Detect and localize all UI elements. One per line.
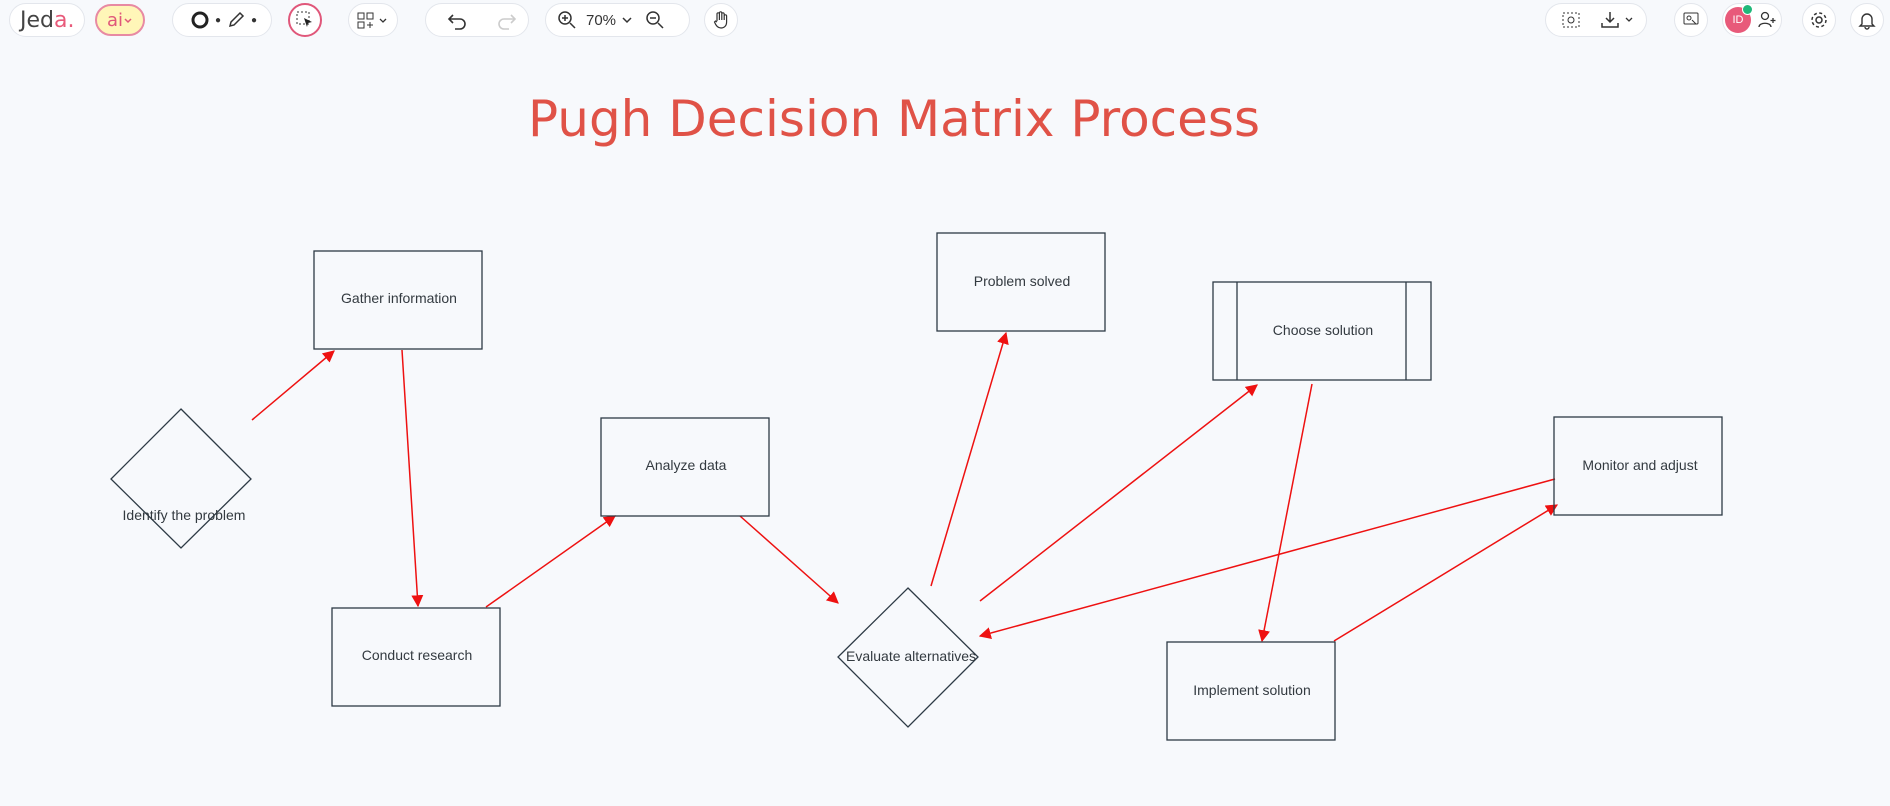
zoom-in-icon (558, 11, 576, 29)
present-icon (1683, 12, 1699, 25)
zoom-out-icon (646, 11, 664, 29)
pen-icon (229, 11, 245, 28)
download-icon (1601, 12, 1633, 28)
edge-choose-implement[interactable] (1258, 383, 1313, 643)
diagram-title[interactable]: Pugh Decision Matrix Process (527, 90, 1261, 148)
ai-assistant-button[interactable]: ai (95, 4, 145, 36)
online-status-dot (1742, 4, 1753, 15)
undo-button[interactable] (442, 5, 472, 35)
notifications-button[interactable] (1850, 3, 1884, 37)
export-group (1545, 3, 1647, 37)
node-label: Problem solved (974, 273, 1071, 289)
history-group (425, 3, 529, 37)
rect-shape (1166, 641, 1336, 741)
grid-add-icon (357, 12, 387, 29)
node-solved[interactable]: Problem solved (936, 232, 1106, 332)
rect-shape (1553, 416, 1723, 516)
chevron-down-icon (124, 18, 132, 24)
download-button[interactable] (1598, 5, 1642, 35)
logo-accent: a. (54, 7, 75, 33)
templates-button[interactable] (349, 5, 397, 35)
select-tool-button[interactable] (288, 3, 322, 37)
add-user-button[interactable] (1755, 5, 1779, 35)
node-gather[interactable]: Gather information (313, 250, 483, 350)
logo-text: Jed (20, 7, 54, 33)
dot-separator-icon: ● (251, 14, 258, 26)
node-label: Identify the problem (123, 507, 246, 523)
node-label: Gather information (341, 290, 457, 306)
edge-evaluate-choose[interactable] (979, 384, 1258, 602)
screenshot-button[interactable] (1556, 5, 1586, 35)
diamond-shape (837, 587, 979, 728)
node-research[interactable]: Conduct research (331, 607, 501, 707)
rect-shape (936, 232, 1106, 332)
pen-tool-button[interactable] (221, 5, 251, 35)
node-implement[interactable]: Implement solution (1166, 641, 1336, 741)
bell-icon (1858, 13, 1876, 30)
edge-monitor-evaluate[interactable] (978, 478, 1556, 639)
present-button[interactable] (1674, 3, 1708, 37)
zoom-level[interactable]: 70% (586, 11, 617, 29)
node-label: Analyze data (646, 457, 727, 473)
edge-evaluate-solved[interactable] (930, 331, 1009, 587)
node-label: Implement solution (1193, 682, 1311, 698)
circle-icon (191, 11, 209, 29)
node-label: Conduct research (362, 647, 473, 663)
diamond-shape (110, 408, 252, 549)
edge-gather-research[interactable] (401, 349, 424, 608)
dot-separator-icon: ● (215, 14, 222, 26)
subprocess-shape (1212, 281, 1432, 381)
rect-shape (600, 417, 770, 517)
add-user-icon (1758, 11, 1776, 28)
node-evaluate[interactable]: Evaluate alternatives (837, 587, 979, 728)
ai-label: ai (106, 9, 124, 31)
select-cursor-icon (296, 11, 312, 27)
hand-icon (713, 11, 728, 29)
zoom-out-button[interactable] (640, 5, 670, 35)
collaborators-group: ID (1722, 3, 1782, 37)
edge-identify-gather[interactable] (251, 350, 335, 421)
edge-research-analyze[interactable] (485, 515, 616, 608)
chevron-down-icon[interactable] (620, 13, 634, 27)
templates-group (348, 3, 398, 37)
rect-shape (331, 607, 501, 707)
zoom-in-button[interactable] (552, 5, 582, 35)
node-choose[interactable]: Choose solution (1212, 281, 1432, 381)
node-identify[interactable]: Identify the problem (110, 408, 252, 549)
edges-layer (251, 331, 1559, 643)
edge-implement-monitor[interactable] (1333, 504, 1559, 642)
redo-button[interactable] (492, 5, 522, 35)
redo-icon (498, 14, 517, 30)
shape-tool-button[interactable] (185, 5, 215, 35)
node-label: Choose solution (1273, 322, 1373, 338)
node-monitor[interactable]: Monitor and adjust (1553, 416, 1723, 516)
pan-tool-button[interactable] (704, 3, 738, 37)
gear-icon (1811, 12, 1827, 28)
settings-button[interactable] (1802, 3, 1836, 37)
node-analyze[interactable]: Analyze data (600, 417, 770, 517)
undo-icon (447, 14, 466, 30)
edge-analyze-evaluate[interactable] (739, 515, 839, 604)
node-label: Monitor and adjust (1582, 457, 1697, 473)
screenshot-icon (1562, 12, 1580, 28)
zoom-group: 70% (545, 3, 690, 37)
drawing-tools-group: ● ● (172, 3, 272, 37)
rect-shape (313, 250, 483, 350)
avatar[interactable]: ID (1725, 4, 1753, 33)
node-label: Evaluate alternatives (846, 648, 976, 664)
avatar-initials: ID (1732, 14, 1744, 26)
